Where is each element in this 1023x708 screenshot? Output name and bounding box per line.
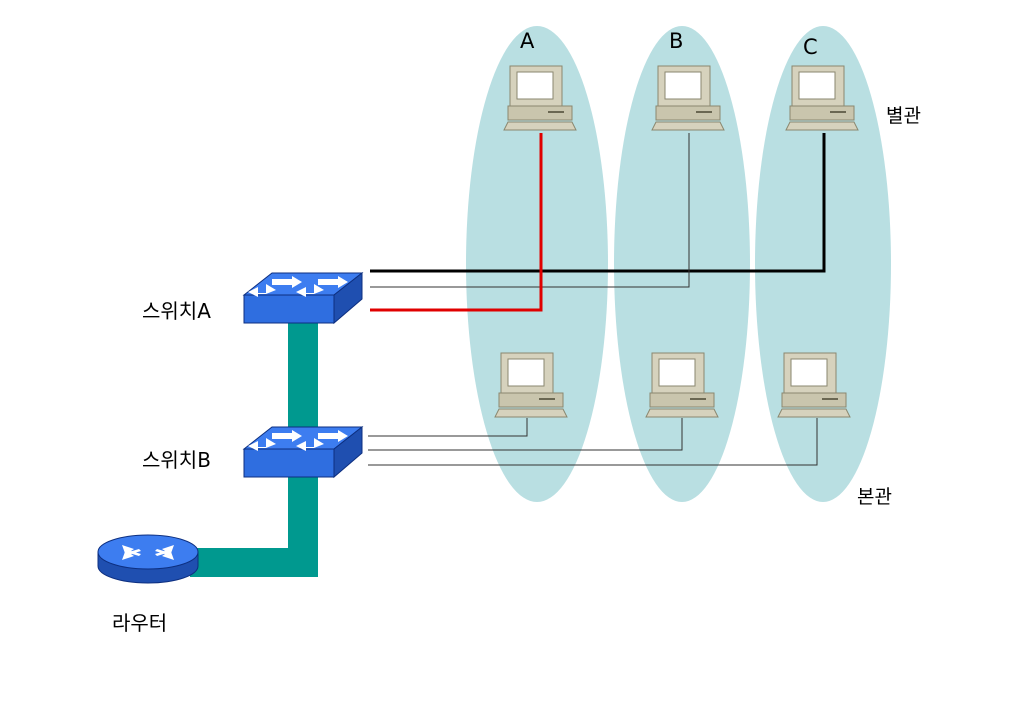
link-switch-b-pc-a2 <box>368 418 528 437</box>
vlan-b-zone <box>614 26 750 502</box>
link-switch-a-pc-c <box>370 133 826 273</box>
router-icon <box>97 534 199 584</box>
trunk-switch-b-router <box>190 470 318 577</box>
link-switch-a-pc-b <box>370 133 690 288</box>
link-switch-a-pc-a <box>370 133 543 312</box>
annex-building-label: 별관 <box>886 105 921 127</box>
switch-a-label: 스위치A <box>142 299 211 323</box>
vlan-a-label: A <box>520 29 535 53</box>
router-label: 라우터 <box>112 611 168 635</box>
vlan-c-label: C <box>803 35 818 59</box>
vlan-b-label: B <box>669 29 684 53</box>
link-switch-b-pc-b2 <box>368 418 683 451</box>
main-building-label: 본관 <box>857 486 892 508</box>
trunk-switch-a-b <box>288 322 318 437</box>
link-switch-b-pc-c2 <box>368 418 818 466</box>
switch-b-icon <box>243 426 363 478</box>
switch-b-label: 스위치B <box>142 448 211 472</box>
switch-a-icon <box>243 272 363 324</box>
